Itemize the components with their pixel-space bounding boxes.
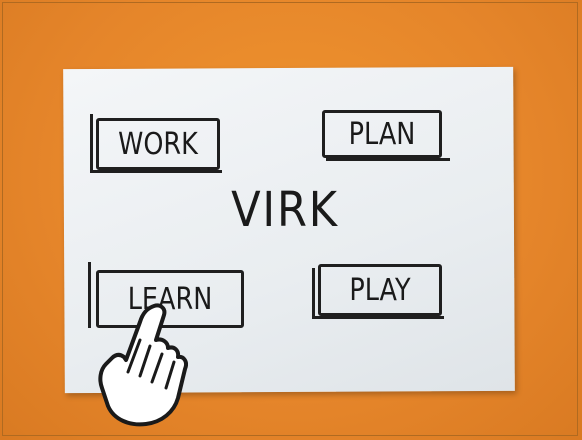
play-label: PLAY bbox=[349, 272, 411, 308]
plan-button[interactable]: PLAN bbox=[322, 110, 442, 158]
work-underline bbox=[90, 170, 222, 173]
play-sideline bbox=[312, 268, 315, 318]
play-button[interactable]: PLAY bbox=[318, 264, 442, 316]
pointing-hand-icon bbox=[96, 302, 189, 430]
play-underline bbox=[312, 316, 444, 319]
learn-button[interactable]: LEARN bbox=[96, 270, 244, 328]
work-label: WORK bbox=[118, 126, 198, 162]
page-title: VIRK bbox=[231, 182, 339, 238]
work-sideline bbox=[90, 114, 93, 172]
photo-border bbox=[2, 2, 578, 436]
work-button[interactable]: WORK bbox=[96, 118, 220, 170]
learn-sideline bbox=[88, 262, 91, 328]
learn-label: LEARN bbox=[127, 281, 213, 317]
plan-label: PLAN bbox=[348, 116, 416, 152]
plan-underline bbox=[326, 158, 450, 161]
